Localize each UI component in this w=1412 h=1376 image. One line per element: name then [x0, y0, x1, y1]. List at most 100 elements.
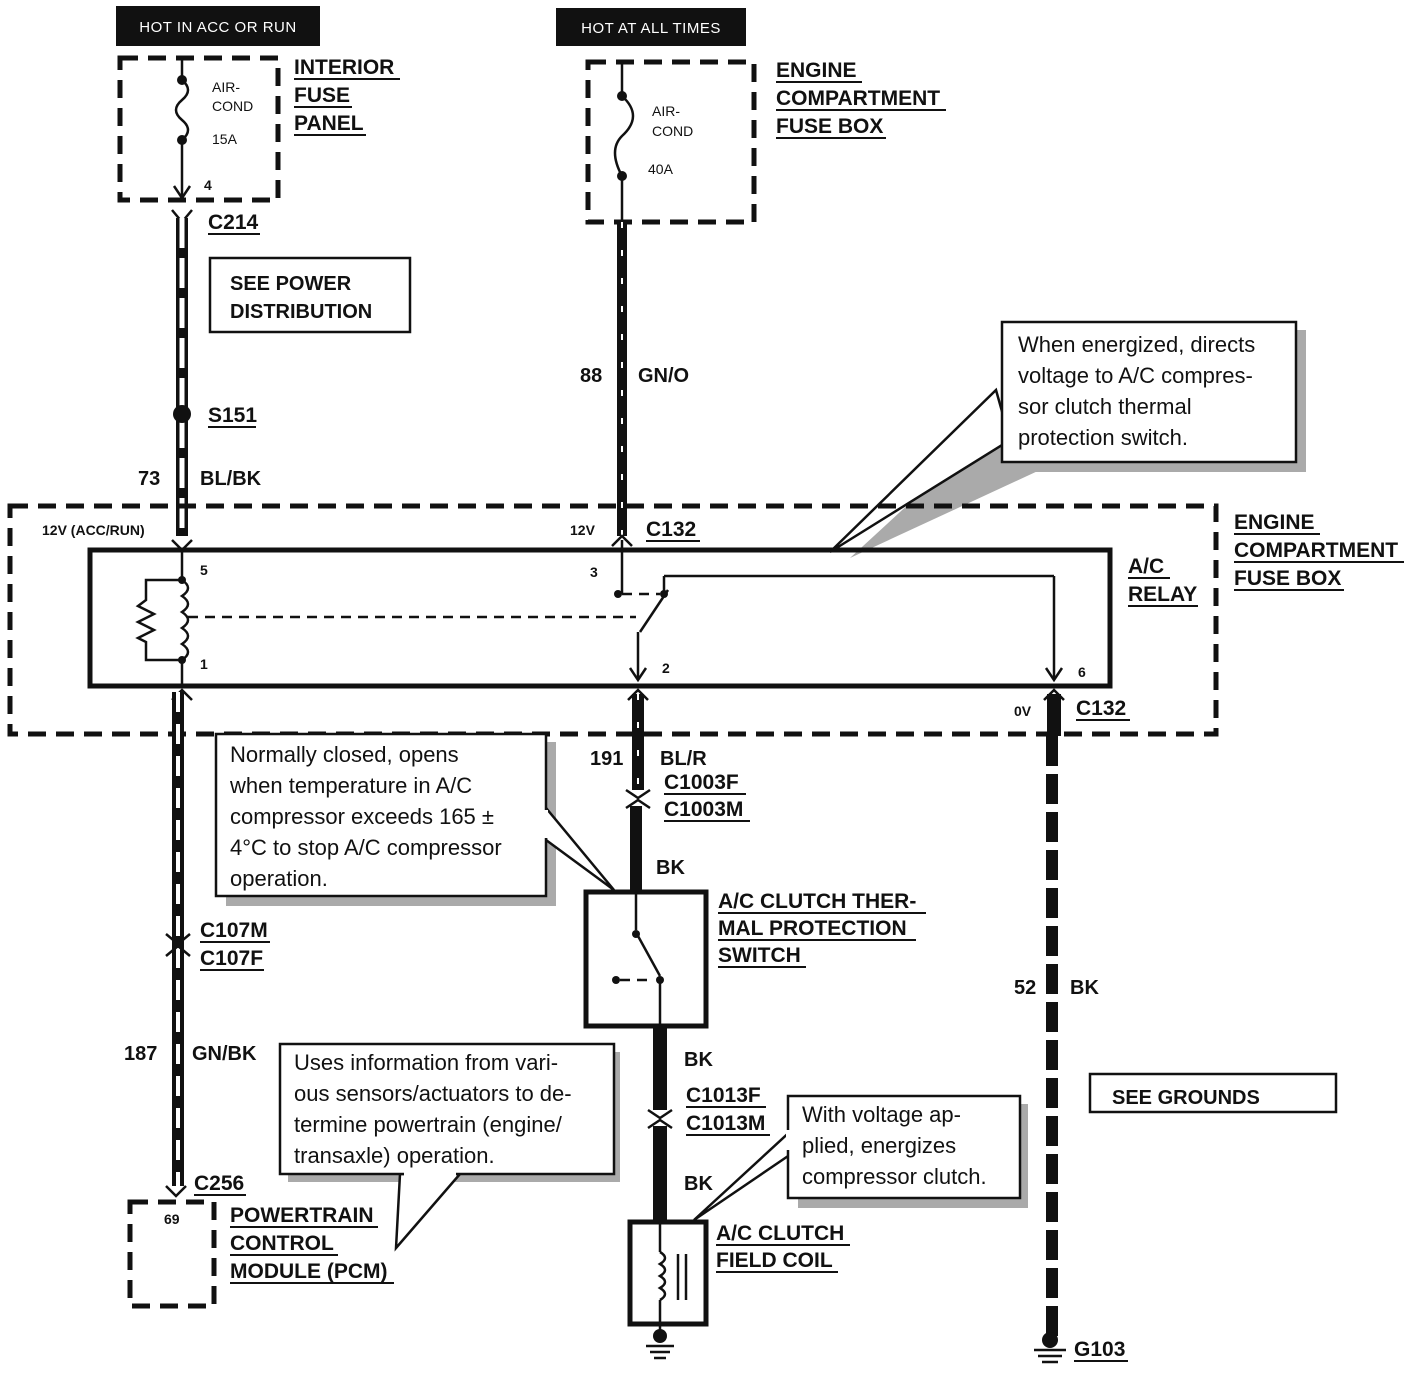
relay-note-line-2: voltage to A/C compres-: [1018, 363, 1253, 388]
engine-fuse-box-mid-label: ENGINE COMPARTMENT FUSE BOX: [1234, 511, 1404, 591]
thermal-switch-label: A/C CLUTCH THER- MAL PROTECTION SWITCH: [718, 890, 926, 968]
wire-52-circuit: 52: [1014, 977, 1036, 999]
engine-fuse-name-1: AIR-: [652, 103, 680, 119]
wire-bk-3: BK: [684, 1173, 713, 1195]
wire-88-circuit: 88: [580, 365, 602, 387]
pcm-module: 69: [127, 1199, 217, 1309]
pcm-note-line-3: termine powertrain (engine/: [294, 1112, 563, 1137]
see-power-line-2: DISTRIBUTION: [230, 301, 372, 323]
label-compartment-mid: COMPARTMENT: [1234, 539, 1398, 562]
header-hot-acc-run: HOT IN ACC OR RUN: [116, 6, 320, 46]
connector-c1013f: C1013F: [686, 1084, 761, 1107]
wire-191-circuit: 191: [590, 748, 623, 770]
connector-c107f: C107F: [200, 947, 263, 970]
thermal-note-line-2: when temperature in A/C: [229, 773, 472, 798]
ac-relay: [87, 534, 1113, 689]
label-fusebox-top: FUSE BOX: [776, 115, 883, 138]
interior-fuse-name-2: COND: [212, 98, 253, 114]
engine-fuse-name-2: COND: [652, 123, 693, 139]
ac-relay-label: A/C RELAY: [1128, 555, 1198, 607]
engine-fuse-box-top: AIR- COND 40A: [585, 59, 757, 225]
label-engine-top: ENGINE: [776, 59, 857, 82]
wire-187: [165, 688, 193, 1198]
wire-73-color: BL/BK: [200, 468, 262, 490]
pcm-note-callout: Uses information from vari- ous sensors/…: [278, 1042, 620, 1252]
pin-2: 2: [662, 660, 670, 676]
engine-fuse-box-top-label: ENGINE COMPARTMENT FUSE BOX: [776, 59, 946, 139]
pin-69: 69: [164, 1211, 180, 1227]
thermal-note-line-4: 4°C to stop A/C compressor: [230, 835, 502, 860]
pcm-note-line-4: transaxle) operation.: [294, 1143, 495, 1168]
label-fusebox-mid: FUSE BOX: [1234, 567, 1341, 590]
thermal-note-line-5: operation.: [230, 866, 328, 891]
see-power-line-1: SEE POWER: [230, 273, 352, 295]
thermal-protection-switch: [583, 889, 709, 1029]
ground-g103: G103: [1074, 1338, 1125, 1361]
label-thermal-1: A/C CLUTCH THER-: [718, 890, 916, 913]
connector-c132-top: C132: [646, 518, 696, 541]
voltage-0v: 0V: [1014, 703, 1032, 719]
wire-bk-clutch: [647, 1026, 673, 1222]
label-compartment-top: COMPARTMENT: [776, 87, 940, 110]
label-module-pcm: MODULE (PCM): [230, 1260, 387, 1283]
connector-c132-bottom: C132: [1076, 697, 1126, 720]
engine-fuse-box-mid-outline: [7, 503, 1219, 737]
thermal-note-line-3: compressor exceeds 165 ±: [230, 804, 494, 829]
label-relay: RELAY: [1128, 583, 1197, 606]
clutch-note-callout: With voltage ap- plied, energizes compre…: [693, 1094, 1028, 1222]
connector-c107m: C107M: [200, 919, 268, 942]
label-thermal-3: SWITCH: [718, 944, 801, 967]
interior-fuse-pin: 4: [204, 177, 212, 193]
see-grounds-text: SEE GROUNDS: [1112, 1087, 1260, 1109]
wire-bk-1: BK: [656, 857, 685, 879]
label-field-coil: FIELD COIL: [716, 1249, 833, 1272]
relay-note-line-1: When energized, directs: [1018, 332, 1255, 357]
interior-fuse-rating: 15A: [212, 131, 238, 147]
interior-fuse-panel-label: INTERIOR FUSE PANEL: [294, 56, 400, 136]
clutch-note-line-1: With voltage ap-: [802, 1102, 961, 1127]
wire-191: [625, 688, 651, 892]
label-ac-clutch: A/C CLUTCH: [716, 1222, 844, 1245]
interior-fuse-panel: AIR- COND 15A 4: [117, 55, 281, 203]
clutch-note-line-2: plied, energizes: [802, 1133, 956, 1158]
label-fuse: FUSE: [294, 84, 350, 107]
wire-187-color: GN/BK: [192, 1043, 257, 1065]
relay-note-line-3: sor clutch thermal: [1018, 394, 1192, 419]
voltage-acc-run: 12V (ACC/RUN): [42, 522, 145, 538]
see-power-distribution-box: SEE POWER DISTRIBUTION: [208, 256, 412, 334]
voltage-12v: 12V: [570, 522, 596, 538]
wire-52-color: BK: [1070, 977, 1099, 999]
relay-note-line-4: protection switch.: [1018, 425, 1188, 450]
thermal-note-line-1: Normally closed, opens: [230, 742, 459, 767]
header-hot-acc-run-text: HOT IN ACC OR RUN: [139, 19, 296, 36]
header-hot-all-times: HOT AT ALL TIMES: [556, 8, 746, 46]
label-ac: A/C: [1128, 555, 1164, 578]
interior-fuse-name-1: AIR-: [212, 79, 240, 95]
header-hot-all-times-text: HOT AT ALL TIMES: [581, 20, 721, 37]
pin-6: 6: [1078, 664, 1086, 680]
thermal-note-callout: Normally closed, opens when temperature …: [214, 732, 615, 906]
wire-52: [1034, 688, 1066, 1364]
ac-clutch-field-coil: [627, 1219, 709, 1360]
connector-c1003f: C1003F: [664, 771, 739, 794]
wire-191-color: BL/R: [660, 748, 707, 770]
clutch-note-line-3: compressor clutch.: [802, 1164, 987, 1189]
label-panel: PANEL: [294, 112, 364, 135]
label-powertrain: POWERTRAIN: [230, 1204, 374, 1227]
splice-s151: S151: [208, 404, 257, 427]
wire-187-circuit: 187: [124, 1043, 157, 1065]
engine-fuse-rating: 40A: [648, 161, 674, 177]
label-thermal-2: MAL PROTECTION: [718, 917, 907, 940]
pin-5: 5: [200, 562, 208, 578]
connector-c214: C214: [208, 211, 259, 234]
pcm-note-line-2: ous sensors/actuators to de-: [294, 1081, 572, 1106]
wire-73-circuit: 73: [138, 468, 160, 490]
wire-bk-2: BK: [684, 1049, 713, 1071]
connector-c1013m: C1013M: [686, 1112, 765, 1135]
connector-c1003m: C1003M: [664, 798, 743, 821]
wire-88-color: GN/O: [638, 365, 689, 387]
pcm-label: POWERTRAIN CONTROL MODULE (PCM): [230, 1204, 394, 1284]
connector-c256: C256: [194, 1172, 244, 1195]
pin-1: 1: [200, 656, 208, 672]
